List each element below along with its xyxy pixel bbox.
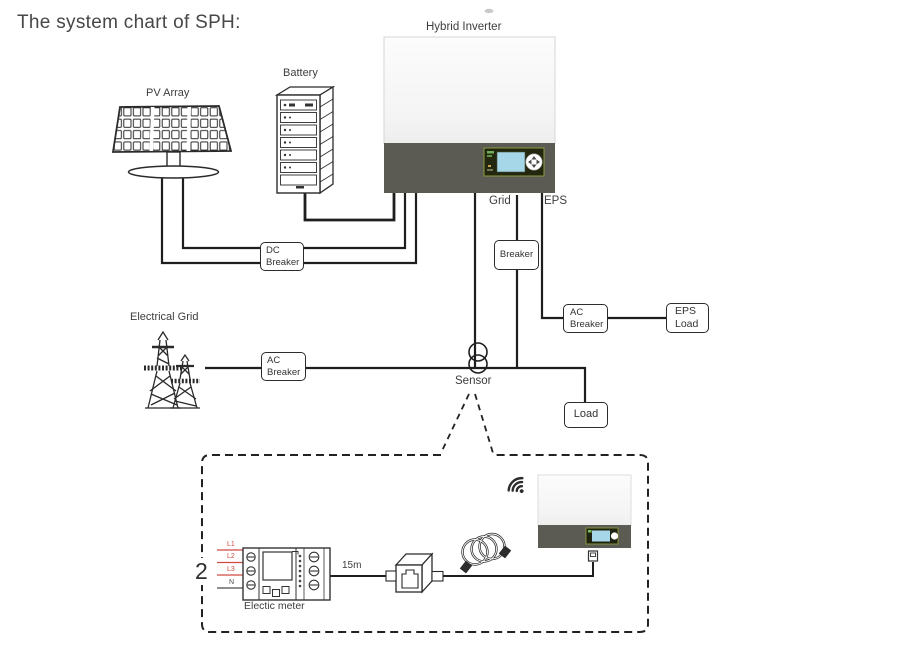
mini-inverter-drawing [537, 474, 632, 562]
inverter-display [483, 147, 545, 177]
wiring-lines [160, 177, 666, 577]
rj45-coupler-drawing [385, 552, 444, 594]
eps-load-line1: EPS [675, 305, 697, 318]
transmission-towers-drawing [144, 330, 200, 409]
phase-lines [217, 549, 243, 589]
phase-label-l2: L2 [227, 553, 235, 560]
ac-breaker-grid-line2: Breaker [267, 366, 301, 378]
hybrid-inverter-label: Hybrid Inverter [426, 21, 502, 33]
battery-label: Battery [283, 67, 318, 79]
callout-dashed-box [201, 393, 649, 633]
hybrid-inverter-drawing [383, 8, 556, 193]
load-box: Load [564, 402, 608, 428]
load-label: Load [573, 408, 599, 421]
ac-breaker-grid-box: AC Breaker [261, 352, 306, 381]
ct-sensor-icon [468, 342, 488, 374]
dc-breaker-line1: DC [266, 244, 280, 256]
battery-rack-drawing [274, 85, 336, 195]
dc-breaker-box: DC Breaker [260, 242, 304, 271]
phase-label-l3: L3 [227, 566, 235, 573]
meter-connector [587, 550, 599, 562]
eps-load-line2: Load [675, 318, 699, 330]
phase-label-l1: L1 [227, 541, 235, 548]
phase-label-n: N [229, 579, 235, 586]
grid-breaker-label: Breaker [499, 249, 534, 261]
pv-array-label: PV Array [146, 87, 190, 99]
grid-port-label: Grid [489, 195, 511, 207]
electrical-grid-label: Electrical Grid [130, 311, 199, 323]
eps-load-box: EPS Load [666, 303, 709, 333]
electric-meter-label: Electic meter [244, 600, 305, 612]
cable-coil-drawing [459, 532, 512, 574]
ac-breaker-eps-box: AC Breaker [563, 304, 608, 333]
sensor-label: Sensor [455, 375, 492, 387]
figure-number: 2 [193, 558, 210, 585]
eps-port-label: EPS [544, 195, 568, 207]
ac-breaker-grid-line1: AC [267, 354, 281, 366]
electric-meter-drawing [242, 547, 331, 601]
ac-breaker-eps-line1: AC [570, 306, 584, 318]
ac-breaker-eps-line2: Breaker [570, 318, 604, 330]
page-title: The system chart of SPH: [17, 12, 241, 33]
wifi-icon [507, 476, 524, 494]
grid-breaker-box: Breaker [494, 240, 539, 270]
pv-array-drawing [111, 105, 233, 179]
cable-length-label: 15m [342, 560, 362, 571]
dc-breaker-line2: Breaker [266, 256, 300, 268]
